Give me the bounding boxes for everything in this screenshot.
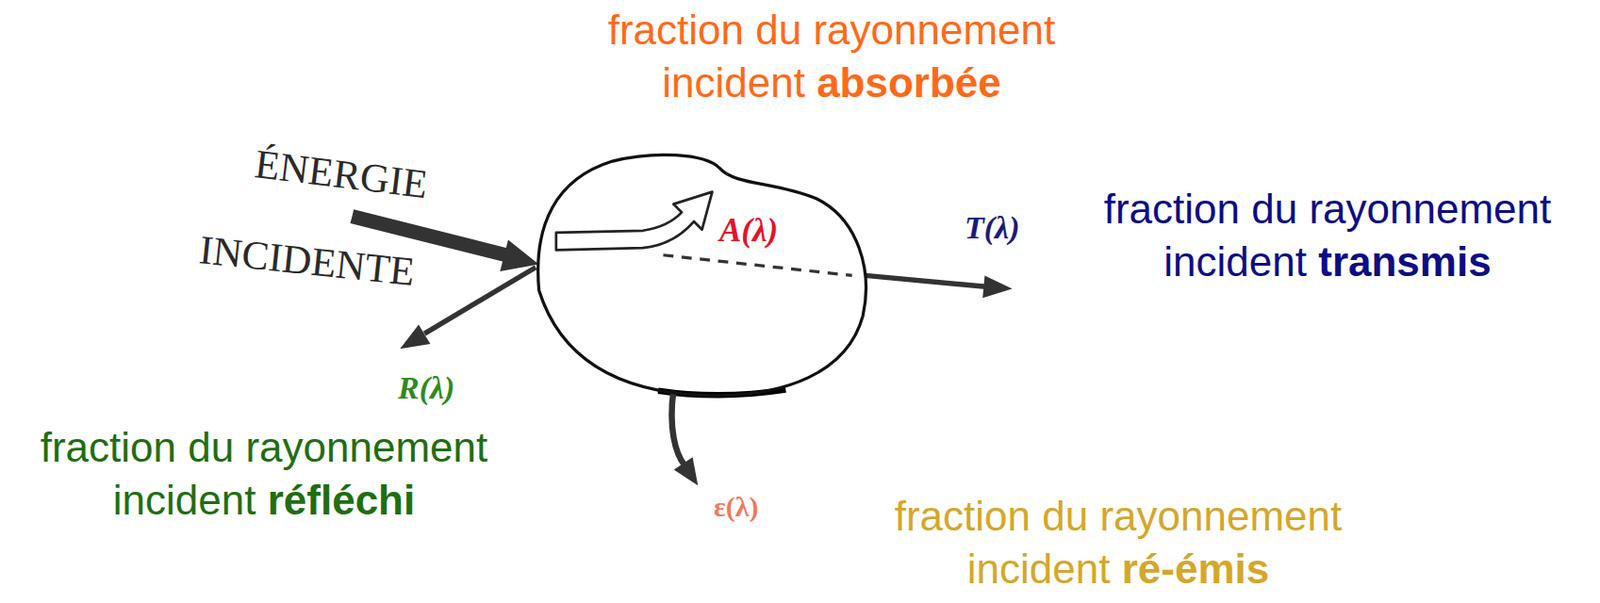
absorptance-symbol: A(λ) — [719, 212, 778, 250]
emitted-arrow-head — [674, 457, 699, 486]
absorbed-caption: fraction du rayonnement incident absorbé… — [567, 3, 1096, 110]
transmitted-arrow — [865, 275, 987, 287]
body-contour — [538, 154, 867, 396]
body-outline: A(λ) — [530, 148, 874, 400]
emissivity-symbol: ε(λ) — [713, 490, 759, 525]
absorption-arrow — [556, 192, 713, 251]
transmission-path — [662, 255, 852, 277]
emitted-arrow — [671, 391, 685, 466]
caption-keyword: absorbée — [816, 59, 1002, 106]
transmitted-caption: fraction du rayonnement incident transmi… — [1072, 182, 1583, 289]
body-shape — [530, 148, 874, 400]
reflected-arrow-head — [399, 325, 430, 350]
caption-keyword: réfléchi — [267, 477, 416, 524]
incident-label: ÉNERGIE — [252, 140, 431, 209]
reemitted-caption: fraction du rayonnement incident ré-émis — [854, 490, 1383, 596]
caption-lead: fraction du rayonnement incident — [894, 493, 1343, 593]
caption-lead: fraction du rayonnement incident — [40, 424, 489, 524]
caption-keyword: ré-émis — [1121, 545, 1271, 593]
transmitted-arrow-head — [982, 275, 1012, 298]
caption-keyword: transmis — [1318, 238, 1491, 285]
transmittance-symbol: T(λ) — [964, 209, 1021, 248]
reflectance-symbol: R(λ) — [397, 369, 455, 408]
incident-label: INCIDENTE — [197, 226, 417, 297]
reflected-arrow — [424, 267, 536, 334]
reflected-caption: fraction du rayonnement incident réfléch… — [1, 421, 527, 528]
